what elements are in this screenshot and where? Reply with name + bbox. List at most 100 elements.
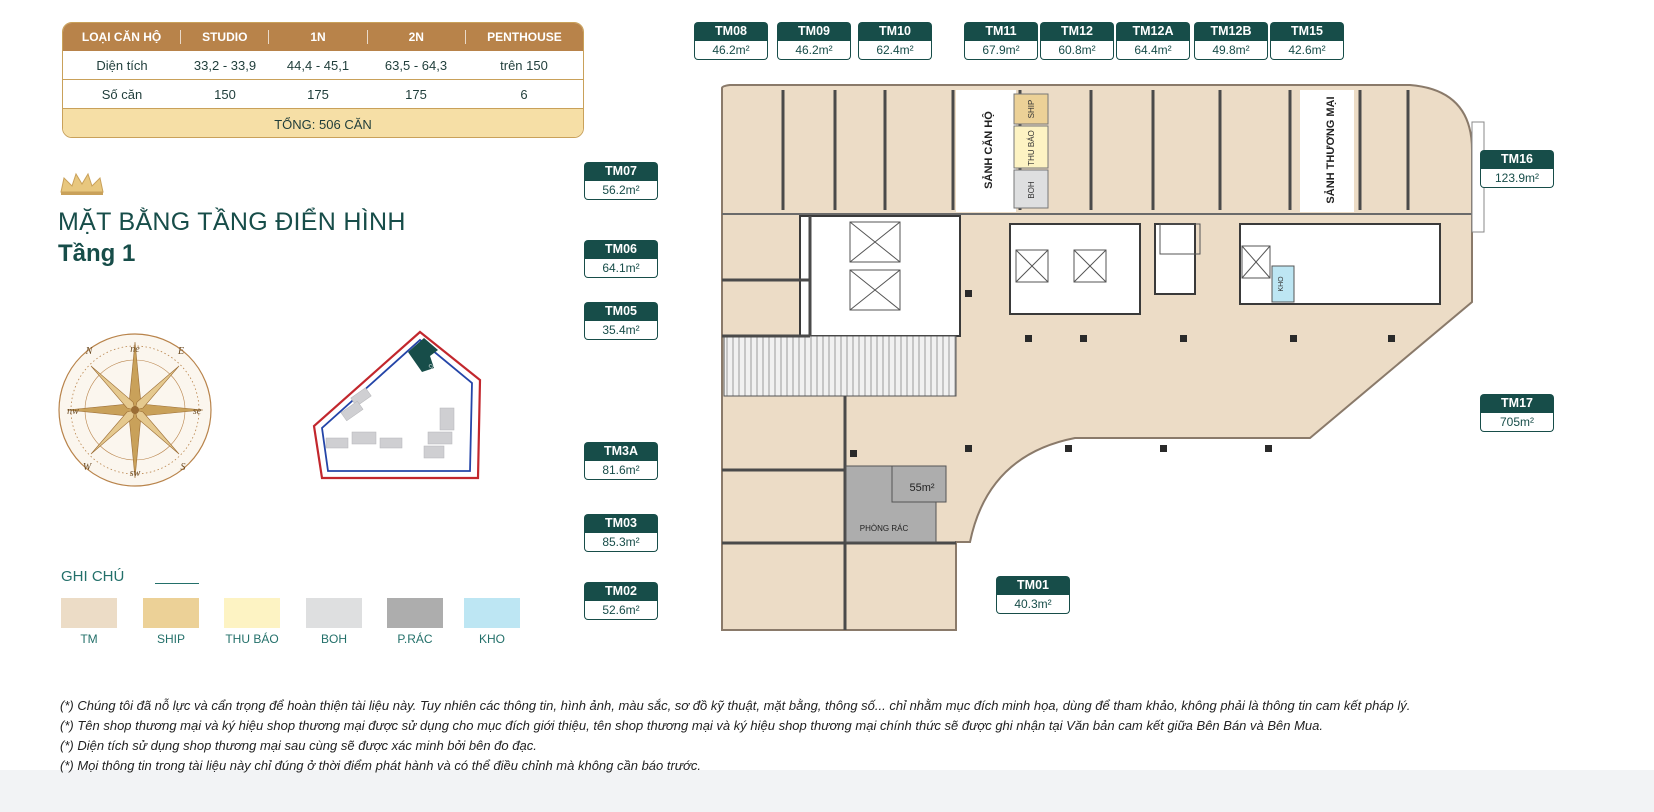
unit-area: 35.4m² <box>584 321 658 340</box>
unit-tag-tm01[interactable]: TM01 40.3m² <box>996 576 1070 614</box>
ramp-area <box>723 335 957 397</box>
unit-code: TM15 <box>1270 22 1344 41</box>
page-subtitle: Tầng 1 <box>58 240 136 267</box>
unit-area: 56.2m² <box>584 181 658 200</box>
disclaimer-notes: (*) Chúng tôi đã nỗ lực và cẩn trọng để … <box>60 696 1410 776</box>
unit-code: TM10 <box>858 22 932 41</box>
unit-tag-tm11[interactable]: TM11 67.9m² <box>964 22 1038 60</box>
unit-tag-tm15[interactable]: TM15 42.6m² <box>1270 22 1344 60</box>
table-cell: 150 <box>214 86 236 102</box>
table-row: Số căn 150 175 175 6 <box>63 80 583 109</box>
compass-rose-icon: N ne E se S sw W nw <box>58 333 212 487</box>
table-cell: 175 <box>307 86 329 102</box>
unit-area: 46.2m² <box>694 41 768 60</box>
legend-label: KHO <box>478 632 505 646</box>
ship-label: SHIP <box>1027 100 1036 119</box>
unit-area: 67.9m² <box>964 41 1038 60</box>
lobby-area <box>1300 90 1354 212</box>
unit-code: TM03 <box>584 514 658 533</box>
unit-code: TM02 <box>584 582 658 601</box>
unit-tag-tm05[interactable]: TM05 35.4m² <box>584 302 658 340</box>
unit-code: TM12 <box>1040 22 1114 41</box>
compass-label: sw <box>130 468 141 479</box>
unit-code: TM12B <box>1194 22 1268 41</box>
building-block <box>340 400 364 422</box>
header-cell: STUDIO <box>181 30 270 44</box>
note-line: (*) Diện tích sử dụng shop thương mại sa… <box>60 738 537 753</box>
boh-label: BOH <box>1027 181 1036 199</box>
header-cell: 1N <box>269 30 368 44</box>
unit-tag-tm07[interactable]: TM07 56.2m² <box>584 162 658 200</box>
unit-tag-tm12a[interactable]: TM12A 64.4m² <box>1116 22 1190 60</box>
unit-area: 46.2m² <box>777 41 851 60</box>
kho-room <box>1271 265 1295 303</box>
unit-tag-tm10[interactable]: TM10 62.4m² <box>858 22 932 60</box>
compass-label: nw <box>67 406 79 417</box>
unit-tag-tm16[interactable]: TM16 123.9m² <box>1480 150 1554 188</box>
building-block <box>439 407 455 431</box>
building-block <box>408 338 438 372</box>
unit-code: TM05 <box>584 302 658 321</box>
legend-label: BOH <box>320 632 347 646</box>
legend-title: GHI CHÚ <box>61 568 125 585</box>
compass-label: ne <box>130 344 140 355</box>
unit-area: 705m² <box>1480 413 1554 432</box>
unit-code: TM07 <box>584 162 658 181</box>
legend-label: THU BÁO <box>225 632 279 646</box>
legend-swatch-kho <box>464 598 520 628</box>
unit-tag-tm03[interactable]: TM03 85.3m² <box>584 514 658 552</box>
table-cell: trên 150 <box>500 57 548 73</box>
legend-label: SHIP <box>156 632 185 646</box>
unit-tag-tm08[interactable]: TM08 46.2m² <box>694 22 768 60</box>
mailbox-room <box>1013 125 1049 169</box>
building-block <box>325 437 349 449</box>
unit-code: TM08 <box>694 22 768 41</box>
unit-area: 40.3m² <box>996 595 1070 614</box>
compass-label: N <box>85 346 94 357</box>
unit-code: TM06 <box>584 240 658 259</box>
kho-label: KHO <box>1278 276 1285 292</box>
header-cell: PENTHOUSE <box>487 30 562 44</box>
compass-label: W <box>83 462 93 473</box>
unit-code: TM16 <box>1480 150 1554 169</box>
legend-divider <box>155 583 199 584</box>
unit-area: 60.8m² <box>1040 41 1114 60</box>
trash-area-label: 55m² <box>909 482 934 494</box>
compass-label: S <box>181 462 186 473</box>
lobby-area <box>956 90 1016 212</box>
unit-code: TM17 <box>1480 394 1554 413</box>
legend-label: TM <box>80 632 98 646</box>
crown-icon <box>60 172 104 195</box>
unit-tag-tm09[interactable]: TM09 46.2m² <box>777 22 851 60</box>
footer-band <box>0 770 1654 812</box>
unit-tag-tm02[interactable]: TM02 52.6m² <box>584 582 658 620</box>
note-line: (*) Mọi thông tin trong tài liệu này chỉ… <box>60 758 702 773</box>
core-block <box>799 215 961 337</box>
legend-swatch-boh <box>306 598 362 628</box>
unit-tag-tm06[interactable]: TM06 64.1m² <box>584 240 658 278</box>
building-block <box>351 431 377 445</box>
unit-tag-tm17[interactable]: TM17 705m² <box>1480 394 1554 432</box>
unit-code: TM11 <box>964 22 1038 41</box>
table-cell: 6 <box>520 86 528 102</box>
unit-tag-tm12[interactable]: TM12 60.8m² <box>1040 22 1114 60</box>
unit-area: 49.8m² <box>1194 41 1268 60</box>
building-block <box>427 431 453 445</box>
unit-tag-tm3a[interactable]: TM3A 81.6m² <box>584 442 658 480</box>
note-line: (*) Tên shop thương mại và ký hiệu shop … <box>60 718 1323 733</box>
summary-table: LOẠI CĂN HỘ STUDIO 1N 2N PENTHOUSE Diện … <box>62 22 584 138</box>
core-block <box>1009 223 1141 315</box>
unit-area: 64.1m² <box>584 259 658 278</box>
core-block <box>1154 223 1196 295</box>
table-cell: 63,5 - 64,3 <box>384 57 448 73</box>
trash-room-label: PHÒNG RÁC <box>860 524 909 533</box>
boh-room <box>1013 169 1049 209</box>
total-row: TỔNG: 506 CĂN <box>63 109 583 137</box>
table-cell: 175 <box>405 86 427 102</box>
legend-swatch-tm <box>61 598 117 628</box>
compass-label: E <box>177 346 184 357</box>
unit-tag-tm12b[interactable]: TM12B 49.8m² <box>1194 22 1268 60</box>
building-block <box>350 387 372 407</box>
summary-header-row: LOẠI CĂN HỘ STUDIO 1N 2N PENTHOUSE <box>63 23 583 51</box>
unit-area: 81.6m² <box>584 461 658 480</box>
